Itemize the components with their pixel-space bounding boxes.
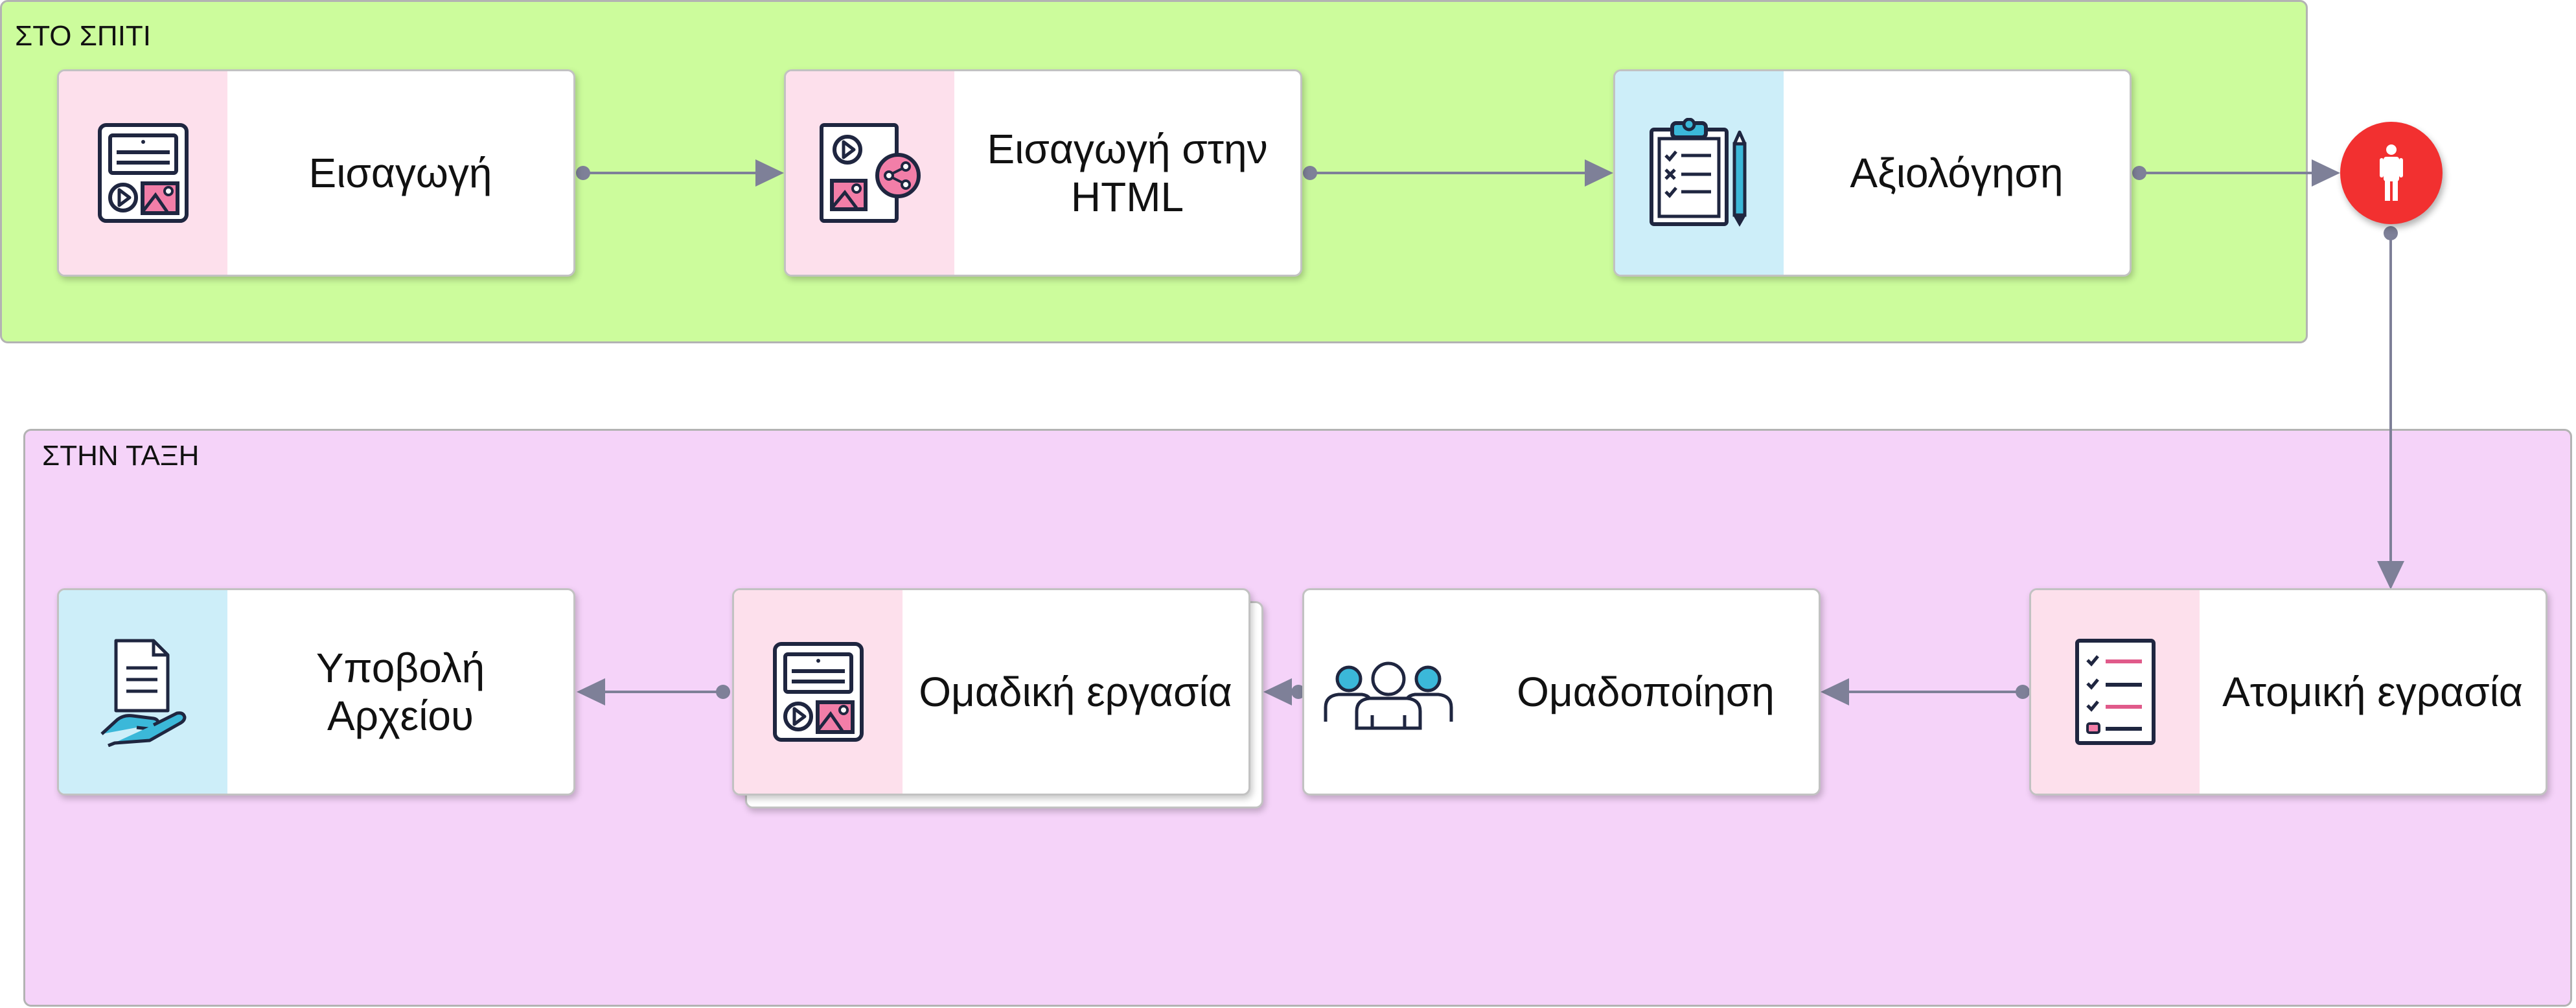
- node-submit-label: Υποβολή Αρχείου: [316, 645, 485, 739]
- node-individual-icon-box: [2031, 590, 2200, 794]
- edge-individual-to-grouping: [1821, 678, 2030, 705]
- checklist-icon: [2075, 639, 2156, 745]
- node-intro-icon-box: [59, 71, 227, 275]
- node-submit[interactable]: Υποβολή Αρχείου: [57, 588, 575, 796]
- edge-intro-to-html-intro: [576, 159, 784, 187]
- share-media-document-icon: [820, 123, 921, 223]
- node-assessment[interactable]: Αξιολόγηση: [1613, 69, 2132, 277]
- node-group-work[interactable]: Ομαδική εργασία: [732, 588, 1250, 796]
- node-html-intro-icon-box: [786, 71, 954, 275]
- person-icon: [2380, 144, 2403, 201]
- lane-home-label: ΣΤΟ ΣΠΙΤΙ: [15, 20, 152, 52]
- clipboard-checklist-icon: [1650, 118, 1747, 227]
- node-group-work-label: Ομαδική εργασία: [919, 669, 1232, 715]
- video-image-document-icon: [773, 642, 864, 742]
- edge-actor-to-individual: [2377, 226, 2404, 590]
- node-individual-label: Ατομική εγρασία: [2222, 669, 2523, 715]
- people-group-icon: [1324, 661, 1453, 730]
- edge-html-intro-to-assessment: [1303, 159, 1613, 187]
- actor-node[interactable]: [2340, 122, 2443, 224]
- video-image-document-icon: [98, 123, 189, 223]
- lane-class-label: ΣΤΗΝ ΤΑΞΗ: [42, 440, 200, 472]
- node-html-intro[interactable]: Εισαγωγή στην HTML: [784, 69, 1302, 277]
- node-html-intro-label: Εισαγωγή στην HTML: [987, 126, 1268, 220]
- node-grouping-icon-box: [1304, 590, 1473, 794]
- node-intro[interactable]: Εισαγωγή: [57, 69, 575, 277]
- node-intro-label: Εισαγωγή: [308, 150, 492, 196]
- node-submit-icon-box: [59, 590, 227, 794]
- hand-document-icon: [100, 639, 187, 747]
- node-assessment-label: Αξιολόγηση: [1850, 150, 2064, 196]
- edge-grouping-to-group-work: [1263, 678, 1305, 705]
- node-assessment-icon-box: [1615, 71, 1784, 275]
- node-individual[interactable]: Ατομική εγρασία: [2029, 588, 2547, 796]
- edge-assessment-to-actor: [2132, 159, 2340, 187]
- node-grouping[interactable]: Ομαδοποίηση: [1302, 588, 1821, 796]
- node-grouping-label: Ομαδοποίηση: [1517, 669, 1775, 715]
- node-group-work-icon-box: [734, 590, 903, 794]
- edge-group-work-to-submit: [577, 678, 730, 705]
